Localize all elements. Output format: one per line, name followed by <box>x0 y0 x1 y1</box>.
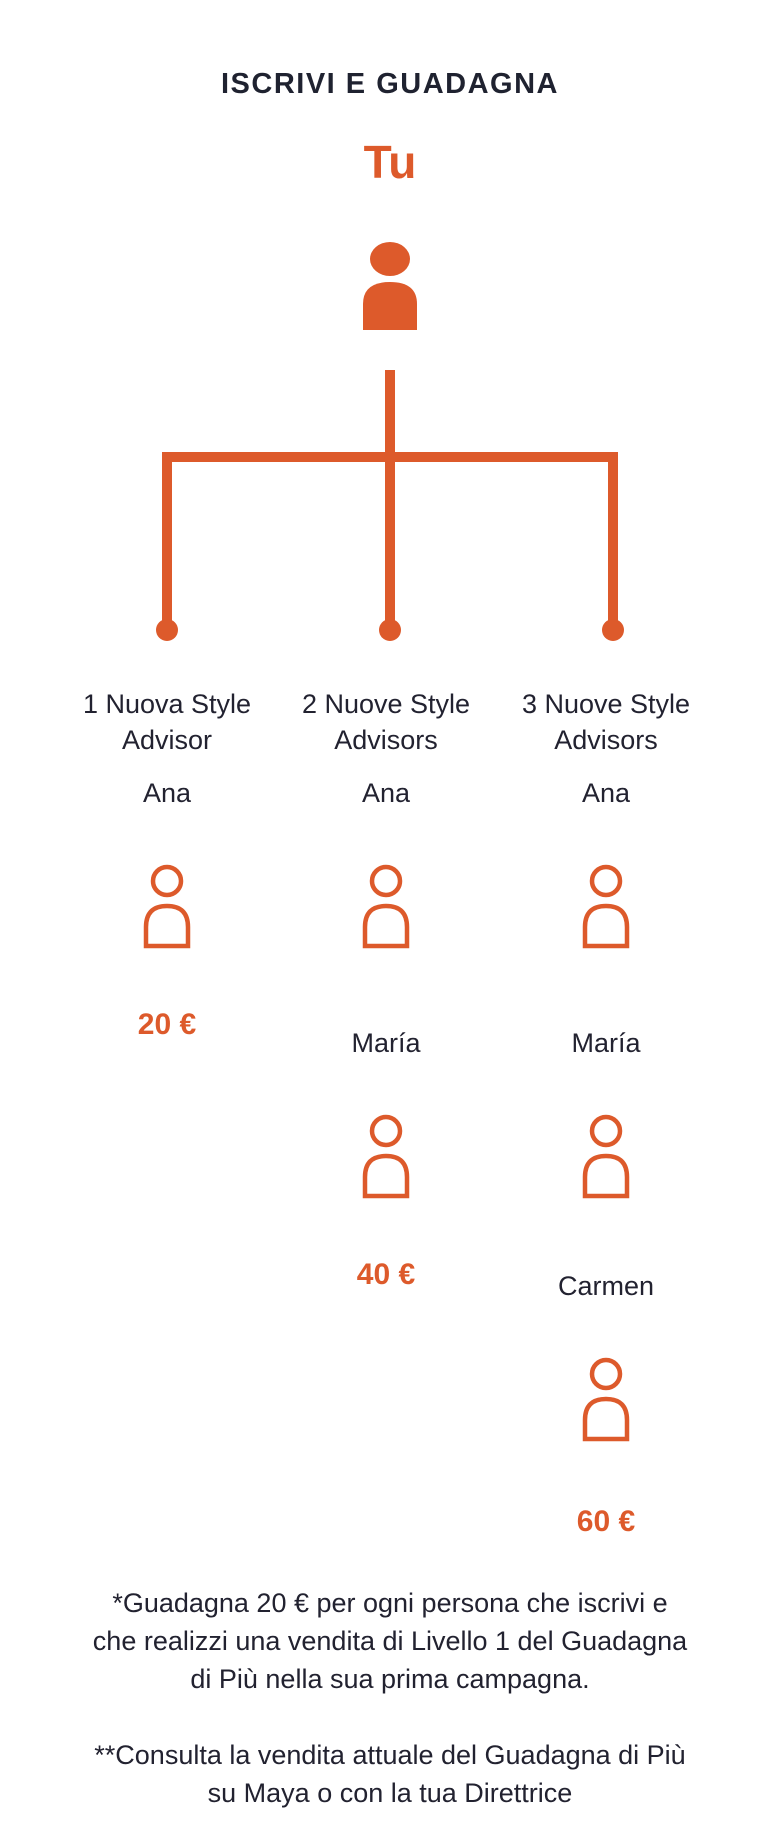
connector-branch <box>162 452 618 630</box>
column-label-1: 1 Nuova Style Advisor <box>52 686 282 758</box>
connector-dot-3 <box>602 619 624 641</box>
person-name: Ana <box>361 778 411 808</box>
root-label: Tu <box>363 136 417 188</box>
person-outline-icon <box>362 1114 410 1199</box>
person-name: María <box>571 1028 641 1058</box>
page-title: ISCRIVI E GUADAGNA <box>221 68 559 100</box>
connector-dot-2 <box>379 619 401 641</box>
person-name: Ana <box>581 778 631 808</box>
person-outline-icon <box>582 864 630 949</box>
column-label-2: 2 Nuove Style Advisors <box>271 686 501 758</box>
person-name: María <box>351 1028 421 1058</box>
footnote-earnings: *Guadagna 20 € per ogni persona che iscr… <box>70 1584 710 1698</box>
column-label-3: 3 Nuove Style Advisors <box>491 686 721 758</box>
column-label-line: Advisors <box>334 725 438 755</box>
connector-endpoints <box>156 619 624 641</box>
person-filled-icon <box>363 242 417 330</box>
footnote-line: *Guadagna 20 € per ogni persona che iscr… <box>112 1588 668 1618</box>
tree-connectors <box>162 370 618 630</box>
person-name: Carmen <box>557 1271 655 1301</box>
column-label-line: Advisor <box>121 725 213 755</box>
footnote-line: di Più nella sua prima campagna. <box>190 1664 590 1694</box>
earning-amount: 20 € <box>137 1008 197 1041</box>
footnote-line: che realizzi una vendita di Livello 1 de… <box>92 1626 688 1656</box>
column-label-line: 1 Nuova Style <box>82 689 252 719</box>
earning-amount: 40 € <box>356 1258 416 1291</box>
person-outline-icon <box>582 1357 630 1442</box>
connector-dot-1 <box>156 619 178 641</box>
column-label-line: 3 Nuove Style <box>521 689 691 719</box>
footnote-consult: **Consulta la vendita attuale del Guadag… <box>70 1736 710 1812</box>
column-label-line: Advisors <box>554 725 658 755</box>
person-outline-icon <box>143 864 191 949</box>
footnote-line: **Consulta la vendita attuale del Guadag… <box>94 1740 686 1770</box>
footnote-line: su Maya o con la tua Direttrice <box>207 1778 573 1808</box>
column-label-line: 2 Nuove Style <box>301 689 471 719</box>
person-outline-icon <box>582 1114 630 1199</box>
person-outline-icon <box>362 864 410 949</box>
earning-amount: 60 € <box>576 1505 636 1538</box>
person-name: Ana <box>142 778 192 808</box>
